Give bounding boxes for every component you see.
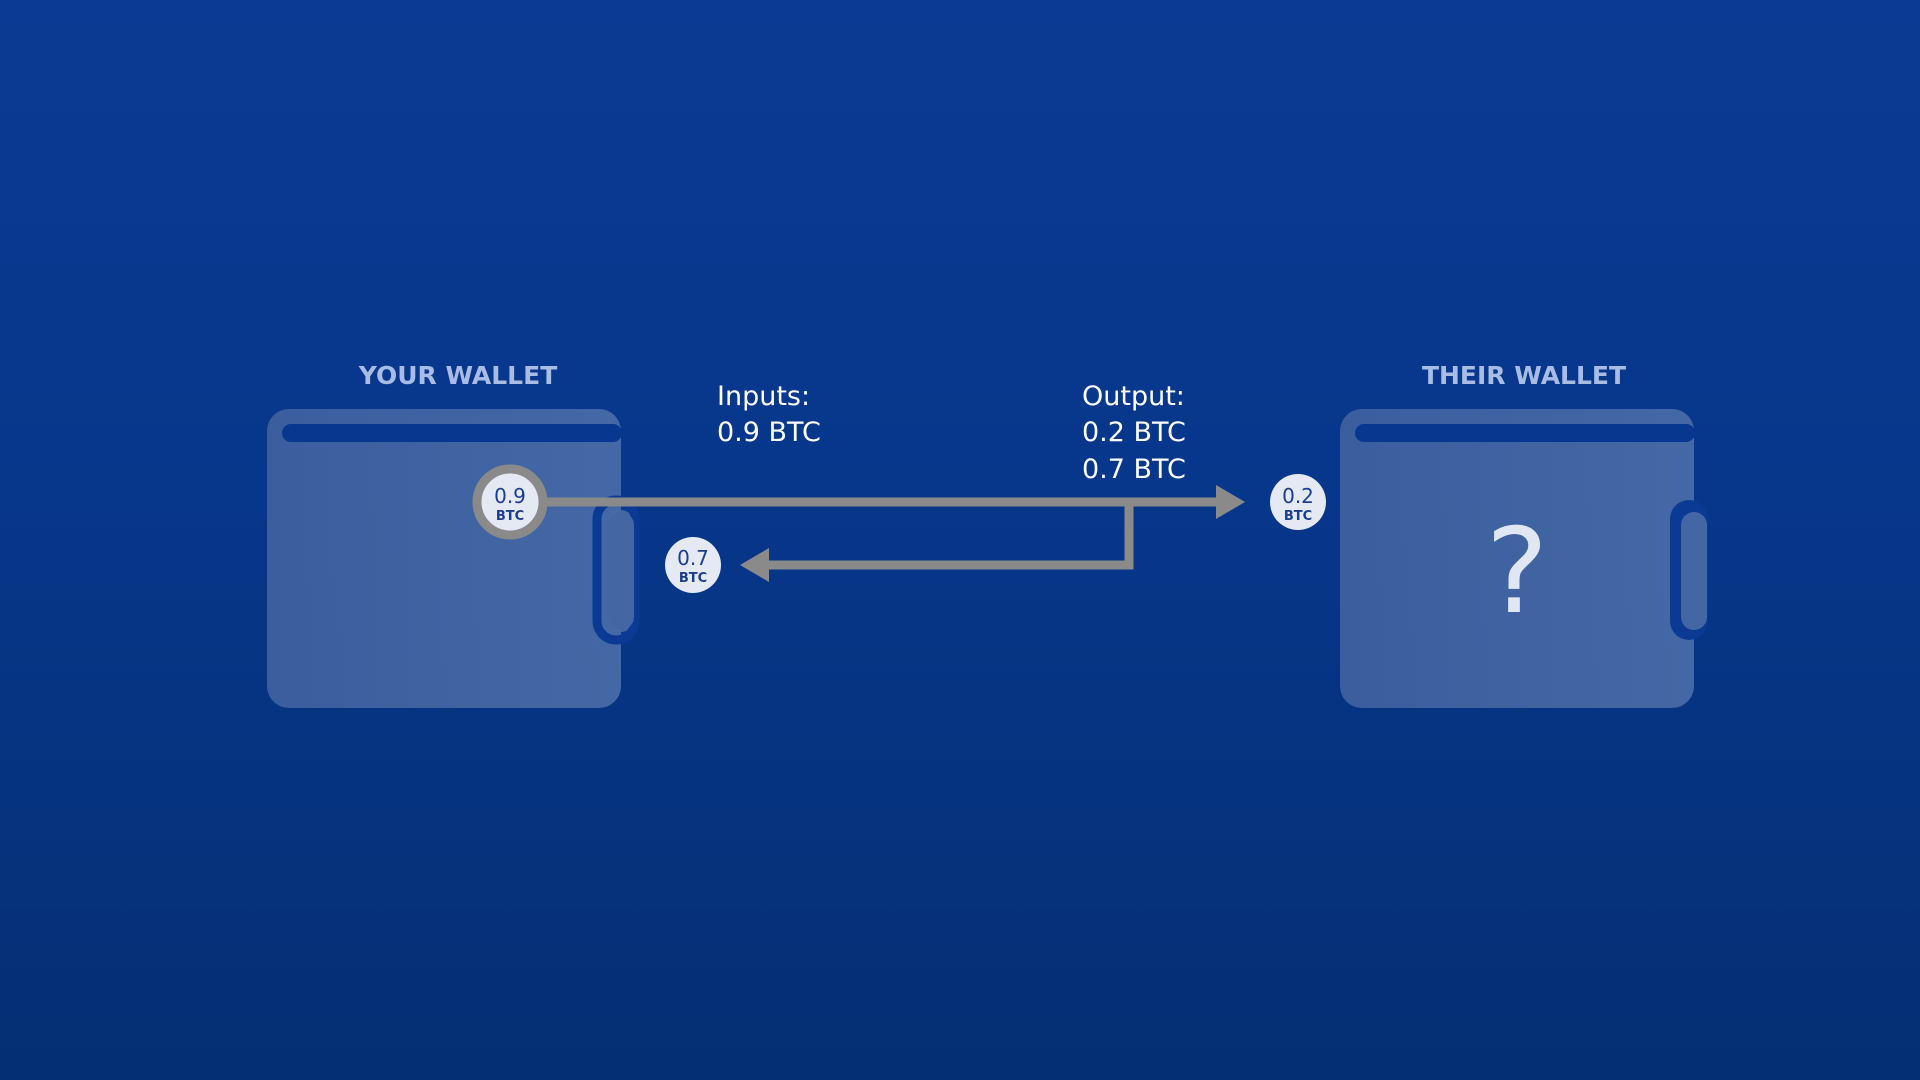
input-coin-amount: 0.9 [494,484,526,508]
input-coin: 0.9 BTC [472,464,548,540]
change-coin-unit: BTC [679,571,707,586]
output-amount-payment: 0.2 BTC [1082,417,1186,448]
payment-arrow-icon [535,485,1245,519]
payment-coin-amount: 0.2 [1282,484,1314,508]
payment-coin: 0.2 BTC [1270,474,1326,530]
change-coin-amount: 0.7 [677,546,709,570]
their-wallet-title: THEIR WALLET [1422,361,1626,390]
their-wallet-icon [1340,409,1708,708]
input-coin-unit: BTC [496,509,524,524]
your-wallet-icon [267,409,640,708]
your-wallet-title: YOUR WALLET [358,361,558,390]
inputs-label: Inputs: [717,381,810,412]
change-coin: 0.7 BTC [665,537,721,593]
change-arrow-icon [740,502,1134,582]
inputs-amount: 0.9 BTC [717,417,821,448]
output-amount-change: 0.7 BTC [1082,454,1186,485]
output-label: Output: [1082,381,1185,412]
payment-coin-unit: BTC [1284,509,1312,524]
unknown-wallet-question-mark: ? [1486,502,1549,640]
